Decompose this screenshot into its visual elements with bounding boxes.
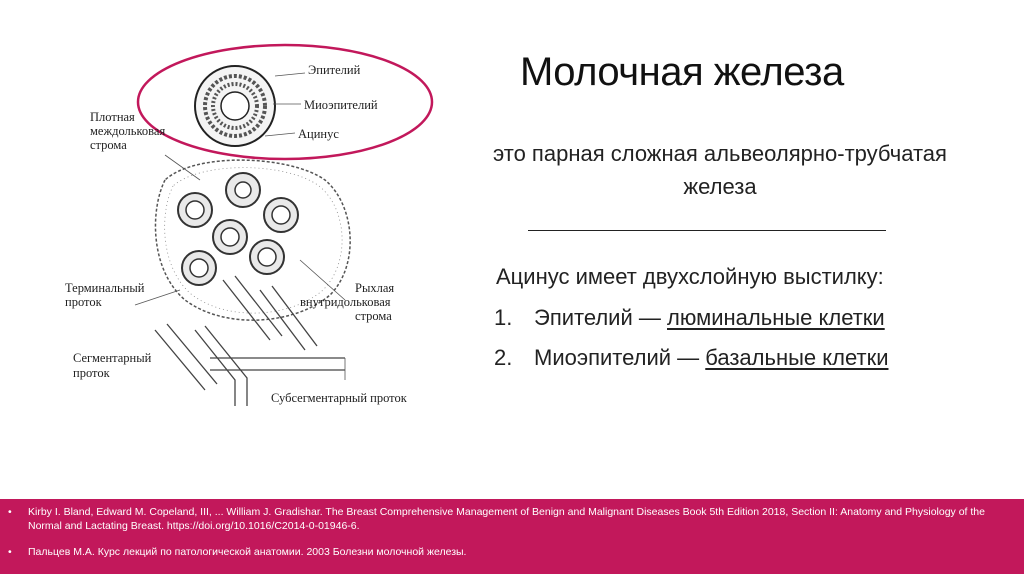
list-number: 1. (494, 304, 534, 332)
label-loose-stroma-1: Рыхлая (355, 281, 394, 295)
label-dense-stroma-1: Плотная (90, 110, 135, 124)
label-myoepithelium: Миоэпителий (304, 98, 378, 112)
label-terminal-duct-2: проток (65, 295, 103, 309)
label-segmental-duct-2: проток (73, 366, 111, 380)
acini (178, 173, 298, 285)
references-bar: • Kirby I. Bland, Edward M. Copeland, II… (0, 499, 1024, 574)
label-epithelium: Эпителий (308, 63, 361, 77)
magnified-acinus (195, 66, 275, 146)
label-loose-stroma-3: строма (355, 309, 392, 323)
list-item: 2.Миоэпителий — базальные клетки (494, 344, 888, 384)
reference-item: • Пальцев М.А. Курс лекций по патологиче… (8, 545, 998, 559)
lining-list: 1.Эпителий — люминальные клетки 2.Миоэпи… (494, 304, 888, 384)
breast-lobule-diagram: Эпителий Миоэпителий Ацинус Плотная межд… (55, 40, 455, 420)
label-segmental-duct-1: Сегментарный (73, 351, 152, 365)
slide-title: Молочная железа (520, 50, 844, 95)
bullet: • (8, 505, 12, 519)
reference-item: • Kirby I. Bland, Edward M. Copeland, II… (8, 505, 998, 533)
label-acinus: Ацинус (298, 127, 339, 141)
list-prefix: Миоэпителий — (534, 345, 705, 370)
list-underlined-term: базальные клетки (705, 345, 888, 370)
list-item: 1.Эпителий — люминальные клетки (494, 304, 888, 344)
reference-text: Kirby I. Bland, Edward M. Copeland, III,… (28, 505, 998, 533)
reference-text: Пальцев М.А. Курс лекций по патологическ… (28, 545, 998, 559)
list-number: 2. (494, 344, 534, 372)
list-prefix: Эпителий — (534, 305, 667, 330)
divider-line (528, 230, 886, 231)
definition-text: это парная сложная альвеолярно-трубчатая… (490, 137, 950, 203)
label-loose-stroma-2: внутридольковая (300, 295, 391, 309)
label-subsegmental-duct: Субсегментарный проток (271, 391, 408, 405)
acinus-intro-text: Ацинус имеет двухслойную выстилку: (496, 264, 884, 290)
list-underlined-term: люминальные клетки (667, 305, 885, 330)
bullet: • (8, 545, 12, 559)
acinus-highlight-ellipse (138, 45, 432, 159)
label-dense-stroma-2: междольковая (90, 124, 165, 138)
label-terminal-duct-1: Терминальный (65, 281, 145, 295)
label-dense-stroma-3: строма (90, 138, 127, 152)
